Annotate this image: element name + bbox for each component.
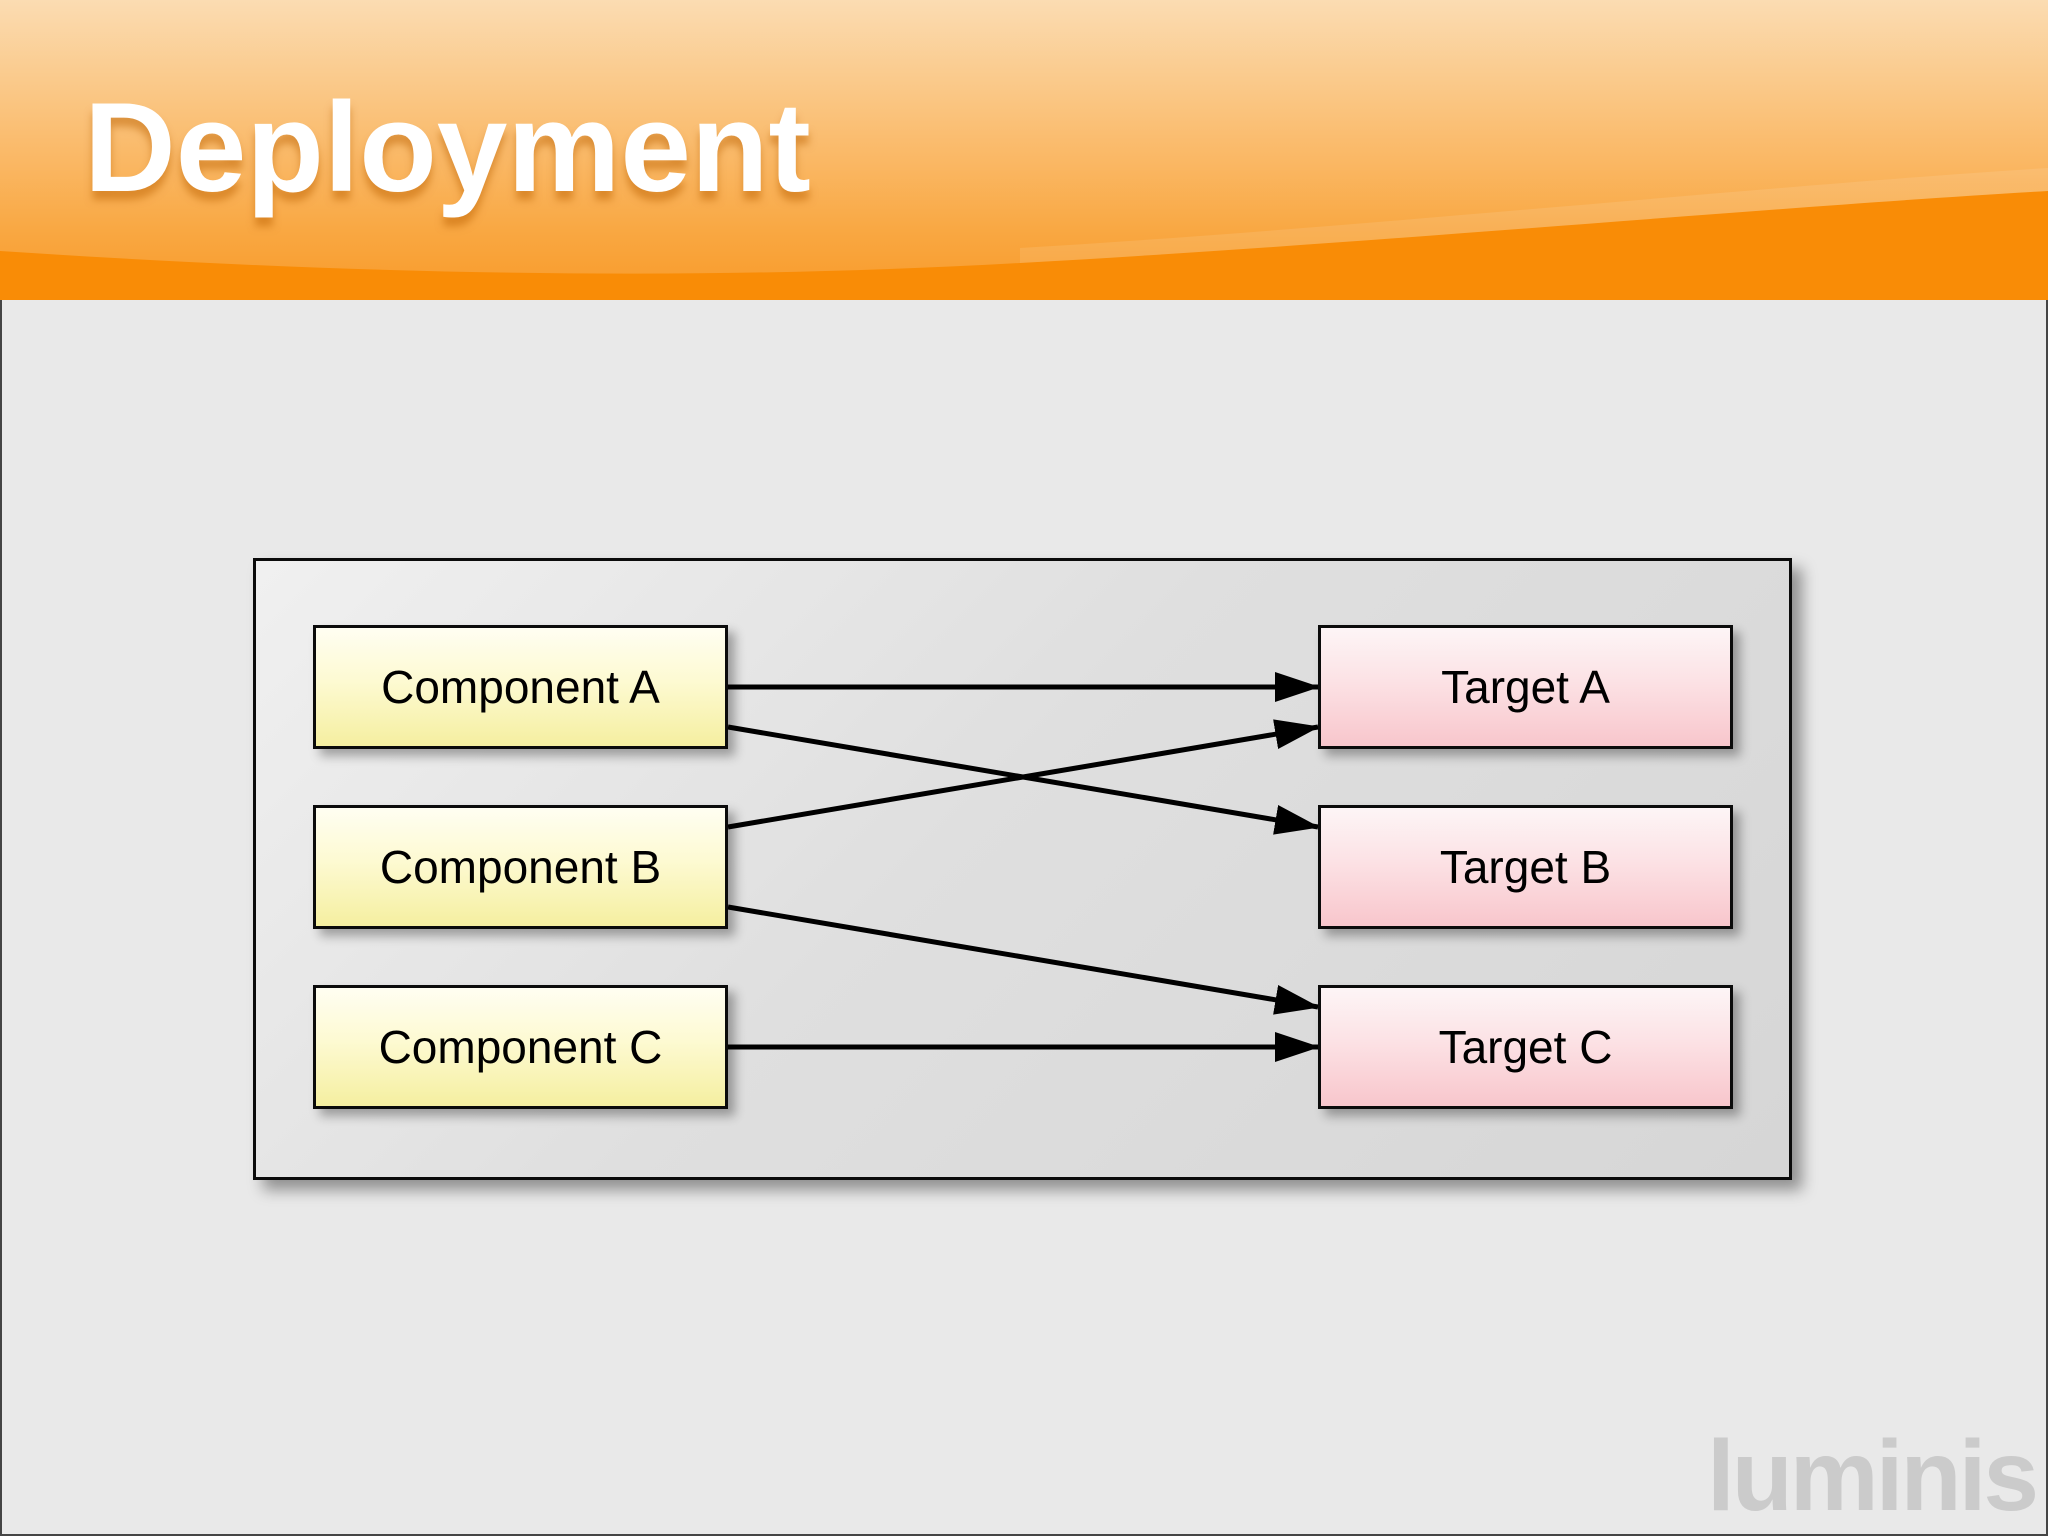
arrow-component-b-to-target-c bbox=[727, 904, 1320, 1015]
header-wave bbox=[0, 168, 2048, 300]
target-a-box: Target A bbox=[1318, 625, 1733, 749]
slide-title: Deployment bbox=[84, 76, 811, 218]
target-c-box: Target C bbox=[1318, 985, 1733, 1109]
target-a-label: Target A bbox=[1441, 661, 1610, 713]
target-b-box: Target B bbox=[1318, 805, 1733, 929]
component-b-label: Component B bbox=[379, 841, 662, 893]
diagram-panel: Component A Component B Component C Targ… bbox=[253, 558, 1792, 1180]
target-c-label: Target C bbox=[1438, 1021, 1613, 1073]
watermark-logo: luminis bbox=[1706, 1420, 2039, 1532]
target-b-label: Target B bbox=[1439, 841, 1612, 893]
component-c-label: Component C bbox=[378, 1021, 663, 1073]
component-a-label: Component A bbox=[381, 661, 660, 713]
header-banner: Deployment bbox=[0, 0, 2048, 300]
component-b-box: Component B bbox=[313, 805, 728, 929]
component-a-box: Component A bbox=[313, 625, 728, 749]
component-c-box: Component C bbox=[313, 985, 728, 1109]
connection-arrows bbox=[727, 672, 1320, 1062]
arrow-component-b-to-target-a bbox=[727, 719, 1320, 830]
